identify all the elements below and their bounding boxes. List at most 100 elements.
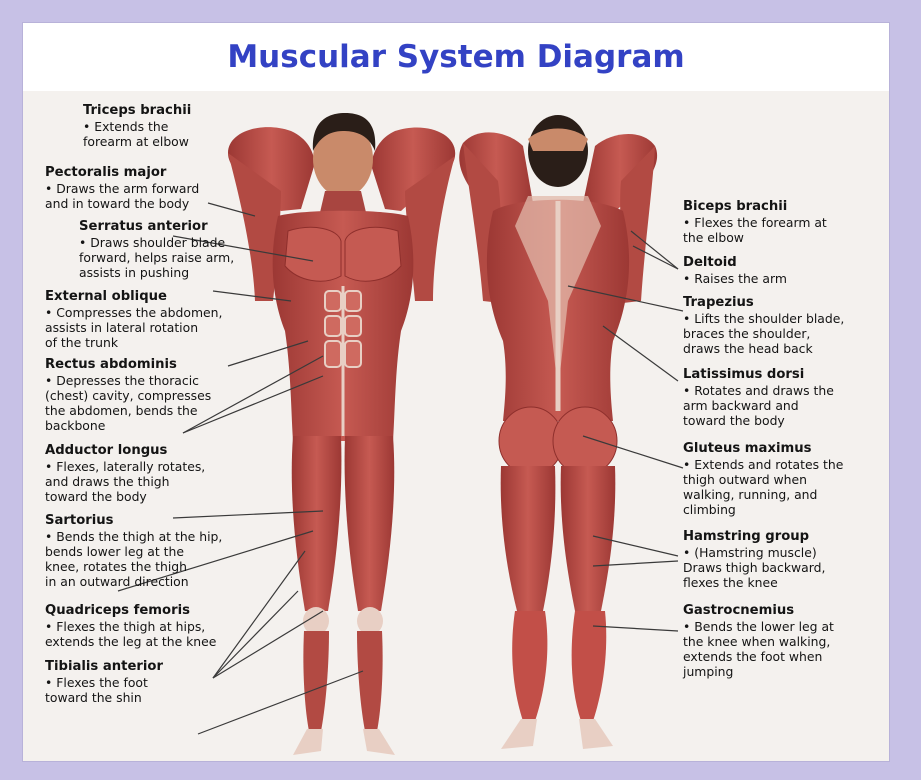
leader-trapezius xyxy=(567,285,684,312)
leader-latissimus xyxy=(602,325,679,382)
label-desc: • Flexes, laterally rotates, and draws t… xyxy=(45,459,206,504)
front-left-thigh xyxy=(291,436,342,611)
leader-serratus xyxy=(212,290,292,302)
diagram-area: Triceps brachii • Extends the forearm at… xyxy=(23,91,889,761)
back-figure xyxy=(459,115,658,749)
label-deltoid: Deltoid • Raises the arm xyxy=(683,255,913,286)
label-name: Quadriceps femoris xyxy=(45,603,190,618)
leader-external-oblique xyxy=(227,340,309,367)
label-name: Latissimus dorsi xyxy=(683,367,805,382)
leader-triceps xyxy=(207,202,256,217)
label-name: Serratus anterior xyxy=(79,219,208,234)
label-desc: • Bends the lower leg at the knee when w… xyxy=(683,619,834,679)
front-abs-4 xyxy=(344,315,362,337)
label-sartorius: Sartorius • Bends the thigh at the hip, … xyxy=(45,513,275,589)
label-name: Gastrocnemius xyxy=(683,603,795,618)
title-bar: Muscular System Diagram xyxy=(23,23,889,91)
leader-gluteus xyxy=(582,435,684,469)
front-abs-6 xyxy=(344,340,362,368)
leader-lines xyxy=(117,202,684,735)
label-desc: • Depresses the thoracic (chest) cavity,… xyxy=(45,373,212,433)
front-left-upper-arm xyxy=(228,127,315,211)
leader-adductor xyxy=(172,510,324,519)
label-desc: • Flexes the foot toward the shin xyxy=(45,675,148,705)
back-hands xyxy=(528,128,588,151)
leader-sartorius xyxy=(117,530,314,592)
front-abs-2 xyxy=(344,290,362,312)
label-desc: • Extends the forearm at elbow xyxy=(83,119,189,149)
label-gastrocnemius: Gastrocnemius • Bends the lower leg at t… xyxy=(683,603,913,679)
label-name: Triceps brachii xyxy=(83,103,192,118)
leader-rectus-2 xyxy=(182,375,324,434)
label-desc: • Flexes the forearm at the elbow xyxy=(683,215,827,245)
front-pectorals xyxy=(284,226,402,282)
label-hamstring-group: Hamstring group • (Hamstring muscle) Dra… xyxy=(683,529,913,590)
front-head xyxy=(313,121,373,197)
leader-quadriceps-1 xyxy=(212,550,306,679)
label-name: Adductor longus xyxy=(45,443,168,458)
label-name: Pectoralis major xyxy=(45,165,167,180)
back-left-calf xyxy=(512,611,548,721)
front-right-foot xyxy=(363,729,395,755)
label-tibialis-anterior: Tibialis anterior • Flexes the foot towa… xyxy=(45,659,275,705)
leader-quadriceps-3 xyxy=(212,610,324,679)
front-left-forearm xyxy=(228,153,281,301)
label-name: Tibialis anterior xyxy=(45,659,163,674)
leader-biceps xyxy=(630,230,679,270)
label-desc: • Bends the thigh at the hip, bends lowe… xyxy=(45,529,223,589)
label-name: Sartorius xyxy=(45,513,114,528)
front-hair xyxy=(312,113,376,151)
label-desc: • Extends and rotates the thigh outward … xyxy=(683,457,844,517)
back-right-thigh xyxy=(560,466,616,611)
front-right-knee xyxy=(357,607,383,635)
front-left-knee xyxy=(303,607,329,635)
label-gluteus-maximus: Gluteus maximus • Extends and rotates th… xyxy=(683,441,913,517)
label-external-oblique: External oblique • Compresses the abdome… xyxy=(45,289,275,350)
leader-pectoralis xyxy=(172,235,314,262)
front-left-shin xyxy=(303,631,329,731)
label-adductor-longus: Adductor longus • Flexes, laterally rota… xyxy=(45,443,275,504)
label-name: Biceps brachii xyxy=(683,199,788,214)
front-right-upper-arm xyxy=(371,127,456,211)
label-desc: • Raises the arm xyxy=(683,271,787,286)
diagram-frame: Muscular System Diagram xyxy=(22,22,890,762)
label-name: Trapezius xyxy=(683,295,754,310)
leader-quadriceps-2 xyxy=(212,590,299,679)
front-right-thigh xyxy=(344,436,395,611)
back-right-glute xyxy=(552,406,618,476)
leader-tibialis xyxy=(197,670,364,735)
leader-rectus-1 xyxy=(182,355,324,434)
label-desc: • (Hamstring muscle) Draws thigh backwar… xyxy=(683,545,826,590)
front-abs-3 xyxy=(324,315,342,337)
anatomy-illustration xyxy=(117,113,684,755)
front-abs-5 xyxy=(324,340,342,368)
label-name: Hamstring group xyxy=(683,529,810,544)
leader-hamstring-1 xyxy=(592,535,679,557)
label-biceps-brachii: Biceps brachii • Flexes the forearm at t… xyxy=(683,199,913,245)
label-latissimus-dorsi: Latissimus dorsi • Rotates and draws the… xyxy=(683,367,913,428)
label-quadriceps-femoris: Quadriceps femoris • Flexes the thigh at… xyxy=(45,603,275,649)
leader-deltoid xyxy=(632,245,679,270)
front-abs-1 xyxy=(324,290,342,312)
label-triceps-brachii: Triceps brachii • Extends the forearm at… xyxy=(83,103,313,149)
label-trapezius: Trapezius • Lifts the shoulder blade, br… xyxy=(683,295,913,356)
back-right-calf xyxy=(571,611,607,721)
label-name: Rectus abdominis xyxy=(45,357,177,372)
front-figure xyxy=(228,113,456,755)
back-left-foot xyxy=(501,719,537,749)
label-desc: • Compresses the abdomen, assists in lat… xyxy=(45,305,223,350)
back-right-foot xyxy=(579,719,613,749)
label-rectus-abdominis: Rectus abdominis • Depresses the thoraci… xyxy=(45,357,275,433)
front-right-forearm xyxy=(405,156,455,301)
leader-hamstring-2 xyxy=(592,560,679,567)
label-name: Gluteus maximus xyxy=(683,441,812,456)
label-desc: • Draws shoulder blade forward, helps ra… xyxy=(79,235,235,280)
label-desc: • Draws the arm forward and in toward th… xyxy=(45,181,200,211)
label-name: Deltoid xyxy=(683,255,737,270)
label-pectoralis-major: Pectoralis major • Draws the arm forward… xyxy=(45,165,275,211)
label-desc: • Flexes the thigh at hips, extends the … xyxy=(45,619,217,649)
label-serratus-anterior: Serratus anterior • Draws shoulder blade… xyxy=(79,219,309,280)
label-desc: • Rotates and draws the arm backward and… xyxy=(683,383,834,428)
label-name: External oblique xyxy=(45,289,167,304)
front-left-foot xyxy=(293,729,323,755)
